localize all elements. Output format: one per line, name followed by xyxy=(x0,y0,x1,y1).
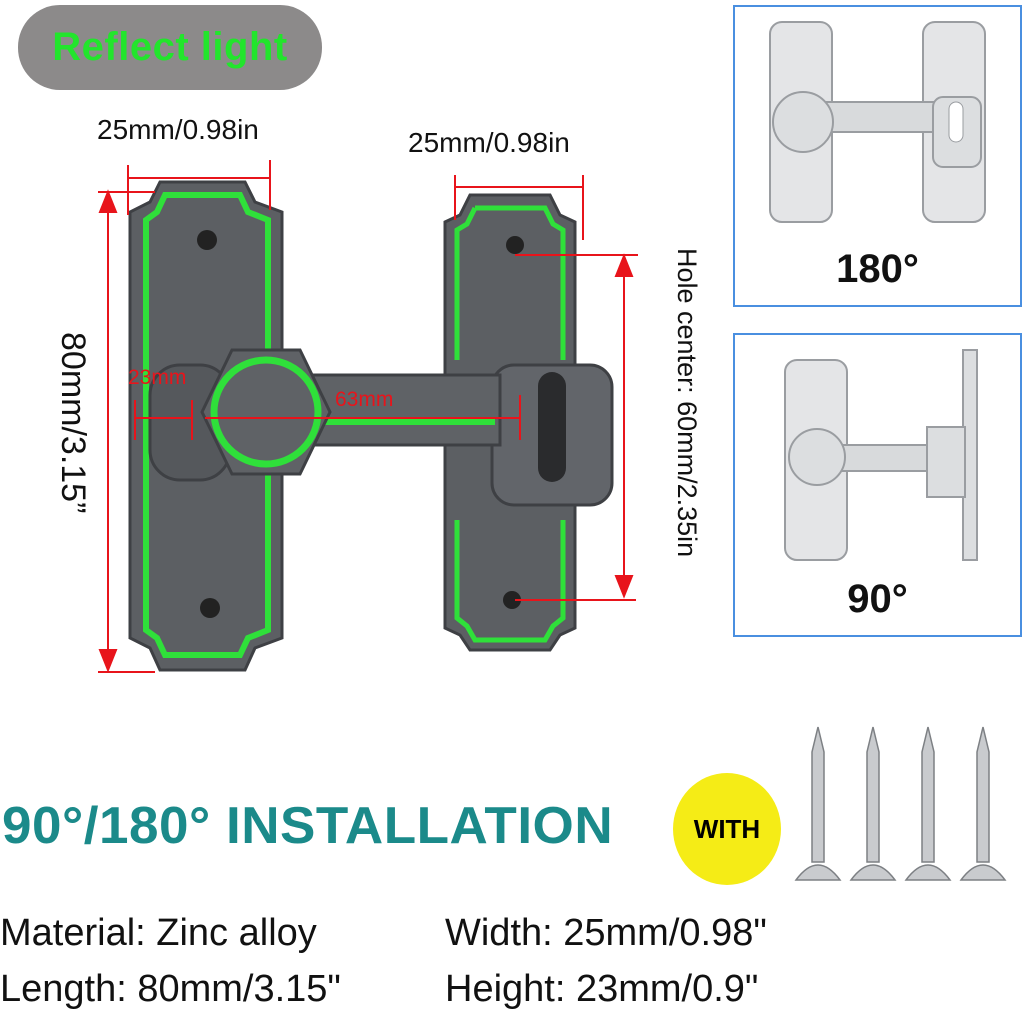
view-90-panel: 90° xyxy=(733,333,1022,637)
spec-length: Length: 80mm/3.15" xyxy=(0,968,341,1010)
knob-height-label: 23mm xyxy=(128,366,186,389)
latch-90-image xyxy=(784,349,978,561)
view-90-label: 90° xyxy=(847,577,908,621)
with-badge: WITH xyxy=(673,773,781,885)
view-180-label: 180° xyxy=(836,247,919,291)
spec-width: Width: 25mm/0.98" xyxy=(445,912,767,954)
screw xyxy=(904,726,952,881)
spec-height: Height: 23mm/0.9" xyxy=(445,968,759,1010)
screw xyxy=(849,726,897,881)
left-plate-width-label: 25mm/0.98in xyxy=(97,114,259,145)
spec-material: Material: Zinc alloy xyxy=(0,912,317,954)
screw xyxy=(959,726,1007,881)
right-plate-width-label: 25mm/0.98in xyxy=(408,127,570,158)
swing-bar xyxy=(148,348,502,482)
latch-180-image xyxy=(769,21,986,223)
screw xyxy=(794,726,842,881)
view-180-panel: 180° xyxy=(733,5,1022,307)
installation-heading: 90°/180° INSTALLATION xyxy=(2,797,614,855)
with-label: WITH xyxy=(693,813,761,844)
screws-image xyxy=(794,726,1007,881)
reflect-light-badge: Reflect light xyxy=(18,5,322,90)
bar-length-label: 63mm xyxy=(335,388,393,411)
right-plate xyxy=(443,193,614,652)
dimension-lines xyxy=(98,160,638,673)
latch-illustration: 23mm 63mm xyxy=(98,160,638,673)
reflect-light-label: Reflect light xyxy=(52,25,288,69)
